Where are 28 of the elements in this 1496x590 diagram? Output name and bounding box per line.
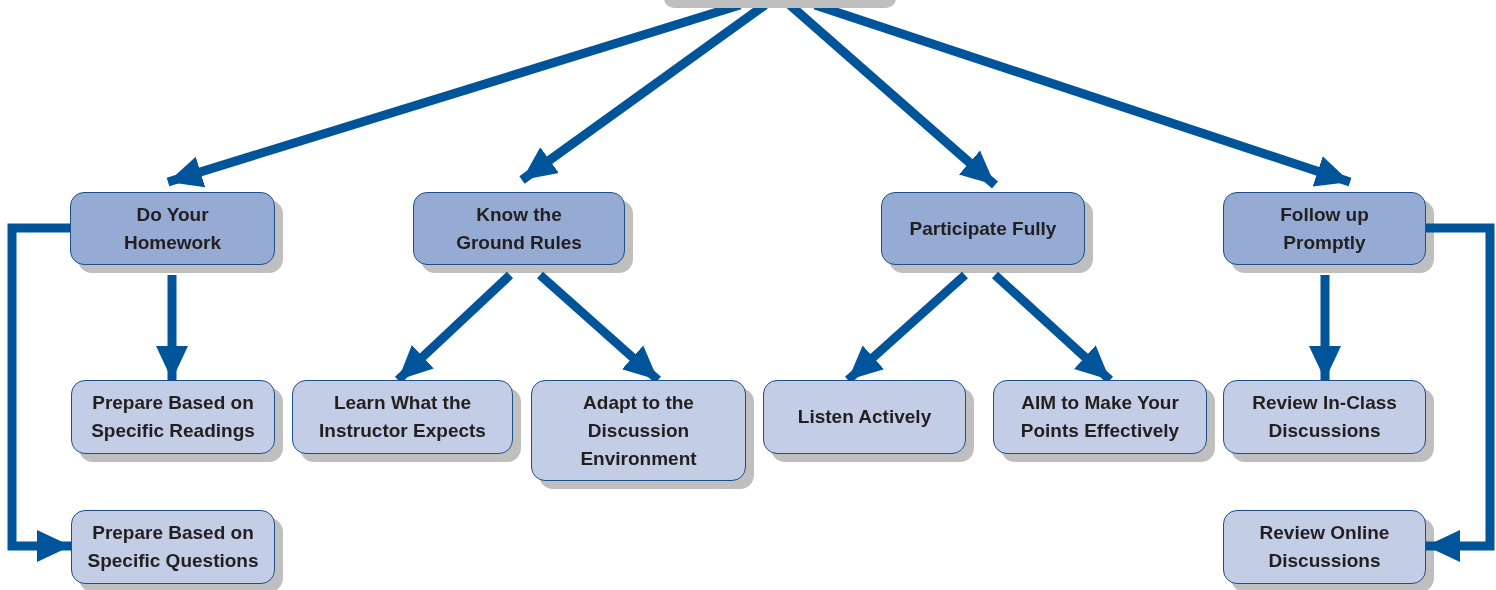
topic-box [292,380,513,454]
box-label: Listen Actively [797,405,932,429]
topic-box [531,380,746,481]
topic-box [1223,192,1426,265]
box-label: Know the Ground Rules [455,202,583,255]
topic-box [1223,510,1426,584]
box-label: Follow up Promptly [1279,202,1370,255]
topic-box [993,380,1207,454]
arrow [1309,275,1341,380]
arrow [1426,223,1495,562]
box-label: Participate Fully [909,216,1057,241]
box-label: Prepare Based on Specific Questions [86,521,260,573]
topic-box [71,510,275,584]
topic-box [881,192,1085,265]
arrow [7,223,71,562]
arrow [156,275,188,380]
topic-box [413,192,625,265]
topic-box [70,192,275,265]
topic-box [763,380,966,454]
topic-box [1223,380,1426,454]
box-label: Review In-Class Discussions [1251,391,1398,443]
box-label: Adapt to the Discussion Environment [579,390,698,471]
box-label: Review Online Discussions [1258,521,1391,573]
box-label: Do Your Homework [122,202,223,255]
topic-box [71,380,275,454]
box-label: Learn What the Instructor Expects [318,391,487,443]
box-label: Prepare Based on Specific Readings [90,391,256,443]
box-label: AIM to Make Your Points Effectively [1019,391,1181,443]
